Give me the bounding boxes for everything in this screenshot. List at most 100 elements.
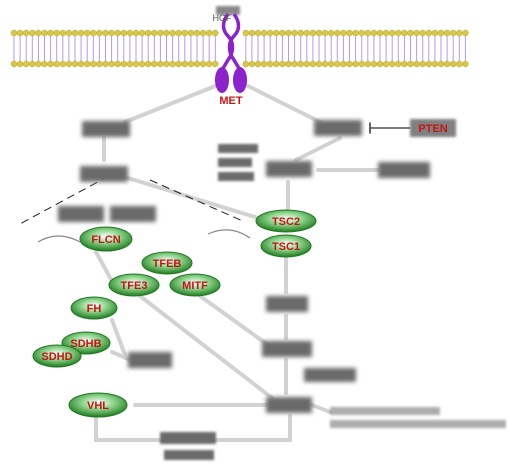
flcn-label: FLCN [91,234,120,246]
lipid-head [431,60,439,68]
flcn-node [79,226,133,252]
obscured-box-left-2 [80,166,128,182]
lipid-head [187,29,195,37]
lipid-head [273,60,280,68]
gene-mitf: MITF [169,273,221,297]
lipid-head [376,60,384,68]
arrow-met-right [244,83,322,124]
lipid-head [41,60,48,68]
lipid-head [138,29,146,37]
met-receptor: MET HGF [213,12,247,107]
lipid-head [29,60,36,68]
lipid-head [309,60,317,68]
tfe3-label: TFE3 [121,280,148,292]
tsc1-node [260,234,312,258]
lipid-head [16,29,24,37]
lipid-head [382,29,390,37]
arrow-met-left [123,83,220,124]
lipid-head [266,29,274,37]
lipid-head [212,60,219,68]
obscured-box-ligand [216,6,240,15]
sdhd-node [32,344,82,368]
lipid-head [35,29,42,37]
vhl-node [68,392,128,418]
lipid-head [279,29,286,37]
membrane-lipid-heads [10,29,469,68]
curve-left [37,235,81,243]
obscured-box-bottom [160,432,216,444]
lipid-head [151,29,158,37]
lipid-head [285,29,292,37]
lipid-head [321,60,329,68]
obscured-box-hif-upper [262,341,312,357]
lipid-head [437,60,445,68]
lipid-head [303,29,311,37]
lipid-head [352,60,359,68]
sdhd-label: SDHD [41,351,72,363]
lipid-head [321,29,329,37]
lipid-head [29,29,36,37]
lipid-head [334,29,341,37]
lipid-head [53,60,60,68]
obscured-box-mtor [266,296,308,312]
lipid-head [175,60,182,68]
lipid-head [315,60,323,68]
curved-arrows [37,229,251,243]
dashed-line-right [149,179,246,223]
lipid-head [395,60,402,68]
lipid-head [315,29,323,37]
lipid-head [413,60,420,68]
lipid-head [181,60,189,68]
gene-tsc2: TSC2 [255,209,317,233]
lipid-head [175,29,182,37]
lipid-head [443,60,451,68]
lipid-head [358,60,365,68]
lipid-head [205,60,213,68]
lipid-head [431,29,439,37]
tsc2-label: TSC2 [272,216,300,228]
obscured-box-bottom-2 [164,450,214,460]
obscured-box-left-3a [58,206,104,222]
mitf-node [169,273,221,297]
lipid-head [449,29,457,37]
lipid-head [297,29,304,37]
tsc2-node [255,209,317,233]
lipid-head [407,60,414,68]
lipid-head [83,60,91,68]
lipid-head [254,60,262,68]
lipid-head [193,60,201,68]
lipid-head [96,29,103,37]
lipid-head [297,60,304,68]
lipid-head [90,29,97,37]
curve-right [207,229,251,239]
lipid-head [126,60,134,68]
lipid-head [77,29,85,37]
fh-label: FH [87,303,102,315]
lipid-head [456,60,463,68]
lipid-head [41,29,48,37]
gene-sdhd: SDHD [32,344,82,368]
lipid-head [388,60,396,68]
lipid-head [126,29,134,37]
lipid-head [83,29,91,37]
lipid-head [120,60,128,68]
lipid-head [199,29,207,37]
sdhb-label: SDHB [70,338,101,350]
arrow-hif-right [310,403,332,414]
fh-node [70,296,118,320]
lipid-head [10,29,18,37]
lipid-head [401,29,408,37]
lipid-head [132,60,140,68]
arrow-fh-down [110,318,127,357]
lipid-head [151,60,158,68]
lipid-head [114,60,121,68]
lipid-head [90,60,97,68]
receptor-kinase-right [233,67,247,93]
lipid-head [108,60,115,68]
gene-tfeb: TFEB [141,251,193,275]
obscured-box-left-3b [110,206,156,222]
lipid-head [401,60,408,68]
lipid-head [291,29,298,37]
obscured-box-caption-1 [330,407,440,415]
